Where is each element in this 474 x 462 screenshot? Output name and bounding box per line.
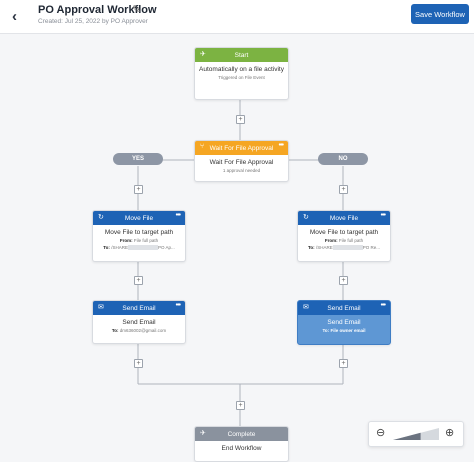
send-email-label: Send Email (327, 304, 361, 312)
wait-approval-label: Wait For File Approval (209, 144, 274, 152)
send-email-title: Send Email (327, 319, 361, 326)
complete-node-header: ✈ Complete (195, 427, 288, 441)
add-step-button[interactable]: + (134, 359, 143, 368)
mail-icon: ✉ (303, 304, 309, 311)
page-title: PO Approval Workflow (38, 4, 157, 16)
to-value-end: PO Ap... (157, 245, 175, 250)
branch-yes-badge[interactable]: YES (113, 153, 163, 165)
wait-approval-title: Wait For File Approval (209, 159, 274, 166)
send-email-title: Send Email (122, 319, 156, 326)
complete-node-label: Complete (227, 430, 256, 438)
redacted-path (127, 245, 158, 251)
add-step-button[interactable]: + (236, 401, 245, 410)
to-value-end: PO Re... (362, 245, 380, 250)
more-dots-icon[interactable]: ••• (175, 302, 181, 309)
to-label: To: (111, 328, 119, 333)
plane-landing-icon: ✈ (200, 430, 206, 437)
to-value: File owner email (330, 328, 366, 333)
send-email-header: ✉ Send Email ••• (93, 301, 185, 315)
move-file-node-no[interactable]: ↻ Move File ••• Move File to target path… (297, 210, 391, 262)
mail-icon: ✉ (98, 304, 104, 311)
move-file-header: ↻ Move File ••• (93, 211, 185, 225)
move-file-label: Move File (124, 214, 154, 222)
page-subtitle: Created: Jul 25, 2022 by PO Approver (38, 18, 148, 25)
send-email-label: Send Email (122, 304, 156, 312)
zoom-control: ⊖ ⊕ (368, 421, 464, 447)
move-file-node-yes[interactable]: ↻ Move File ••• Move File to target path… (92, 210, 186, 262)
zoom-out-icon[interactable]: ⊖ (376, 427, 386, 439)
add-step-button[interactable]: + (134, 276, 143, 285)
wait-approval-subtitle: 1 approval needed (222, 168, 261, 173)
send-email-node-yes[interactable]: ✉ Send Email ••• Send Email To: dm636002… (92, 300, 186, 344)
add-step-button[interactable]: + (236, 115, 245, 124)
start-node[interactable]: ✈ Start Automatically on a file activity… (194, 47, 289, 100)
move-file-header: ↻ Move File ••• (298, 211, 390, 225)
zoom-slider[interactable] (393, 428, 439, 440)
more-dots-icon[interactable]: ••• (175, 212, 181, 219)
add-step-button[interactable]: + (339, 185, 348, 194)
complete-node-title: End Workflow (221, 445, 262, 452)
branch-no-badge[interactable]: NO (318, 153, 368, 165)
start-node-title: Automatically on a file activity (199, 66, 284, 73)
more-dots-icon[interactable]: ••• (380, 302, 386, 309)
save-workflow-button[interactable]: Save Workflow (411, 4, 469, 24)
complete-node[interactable]: ✈ Complete End Workflow (194, 426, 289, 462)
to-value-start: /SHARE (111, 245, 128, 250)
to-label: To: (322, 328, 330, 333)
from-value: File full path (338, 238, 364, 243)
move-icon: ↻ (303, 214, 309, 221)
from-label: From: (119, 238, 133, 243)
to-label: To: (103, 245, 110, 250)
send-email-node-no[interactable]: ✉ Send Email ••• Send Email To: File own… (297, 300, 391, 345)
more-dots-icon[interactable]: ••• (278, 142, 284, 149)
zoom-in-icon[interactable]: ⊕ (445, 427, 455, 439)
wait-approval-node[interactable]: ⑂ Wait For File Approval ••• Wait For Fi… (194, 140, 289, 182)
wait-approval-header: ⑂ Wait For File Approval ••• (195, 141, 288, 155)
move-file-label: Move File (329, 214, 359, 222)
to-value: dm636002@gmail.com (119, 328, 167, 333)
start-node-header: ✈ Start (195, 48, 288, 62)
from-label: From: (324, 238, 338, 243)
from-value: File full path (133, 238, 159, 243)
send-email-header: ✉ Send Email ••• (298, 301, 390, 315)
plane-icon: ✈ (200, 51, 206, 58)
move-icon: ↻ (98, 214, 104, 221)
more-dots-icon[interactable]: ••• (380, 212, 386, 219)
start-node-label: Start (234, 51, 249, 59)
edit-icon[interactable]: ✎ (132, 4, 142, 16)
move-file-title: Move File to target path (309, 229, 379, 236)
add-step-button[interactable]: + (339, 276, 348, 285)
add-step-button[interactable]: + (339, 359, 348, 368)
branch-icon: ⑂ (200, 143, 205, 150)
to-value-start: /SHARE (315, 245, 333, 250)
add-step-button[interactable]: + (134, 185, 143, 194)
start-node-subtitle: Triggered on File Event (218, 75, 265, 80)
back-chevron-icon[interactable]: ‹ (12, 8, 17, 25)
redacted-path (332, 245, 363, 251)
to-label: To: (308, 245, 315, 250)
top-bar: ‹ PO Approval Workflow ✎ Created: Jul 25… (0, 0, 474, 34)
move-file-title: Move File to target path (104, 229, 174, 236)
